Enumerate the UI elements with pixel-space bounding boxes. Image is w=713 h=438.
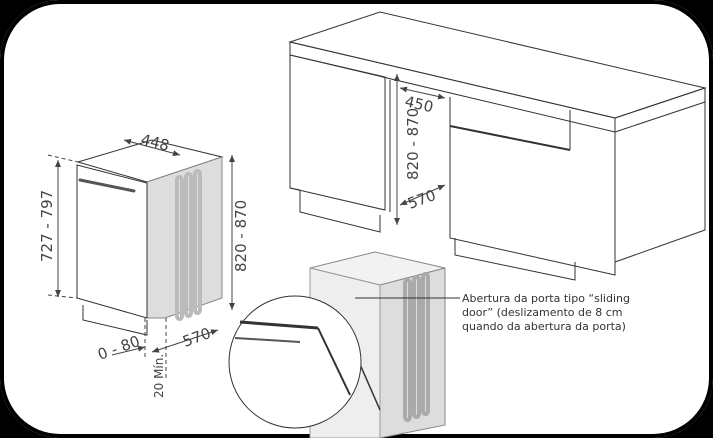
cabinet-height-label: 820 - 870	[404, 108, 422, 180]
cabinet-width-label: 450	[403, 92, 435, 116]
sliding-door-detail: Abertura da porta tipo “sliding door” (d…	[228, 251, 630, 438]
min-gap-label: 20 Mín.	[152, 354, 166, 398]
depth-label: 570	[180, 324, 213, 351]
note-line-1: Abertura da porta tipo “sliding	[462, 292, 630, 305]
kitchen-cabinet: 450 820 - 870 570	[288, 11, 707, 281]
cabinet-depth-label: 570	[405, 186, 438, 213]
panel-height-label: 727 - 797	[38, 190, 56, 262]
door-offset-label: 0 - 80	[95, 332, 142, 364]
total-height-label: 820 - 870	[232, 200, 250, 272]
dishwasher-width-label: 448	[139, 130, 171, 154]
note-line-2: door” (deslizamento de 8 cm	[462, 306, 623, 319]
note-line-3: quando da abertura da porta)	[462, 320, 626, 333]
dishwasher-dimension-view: 448 727 - 797 820 - 870 570 0 - 80 20 Mí…	[38, 130, 250, 398]
